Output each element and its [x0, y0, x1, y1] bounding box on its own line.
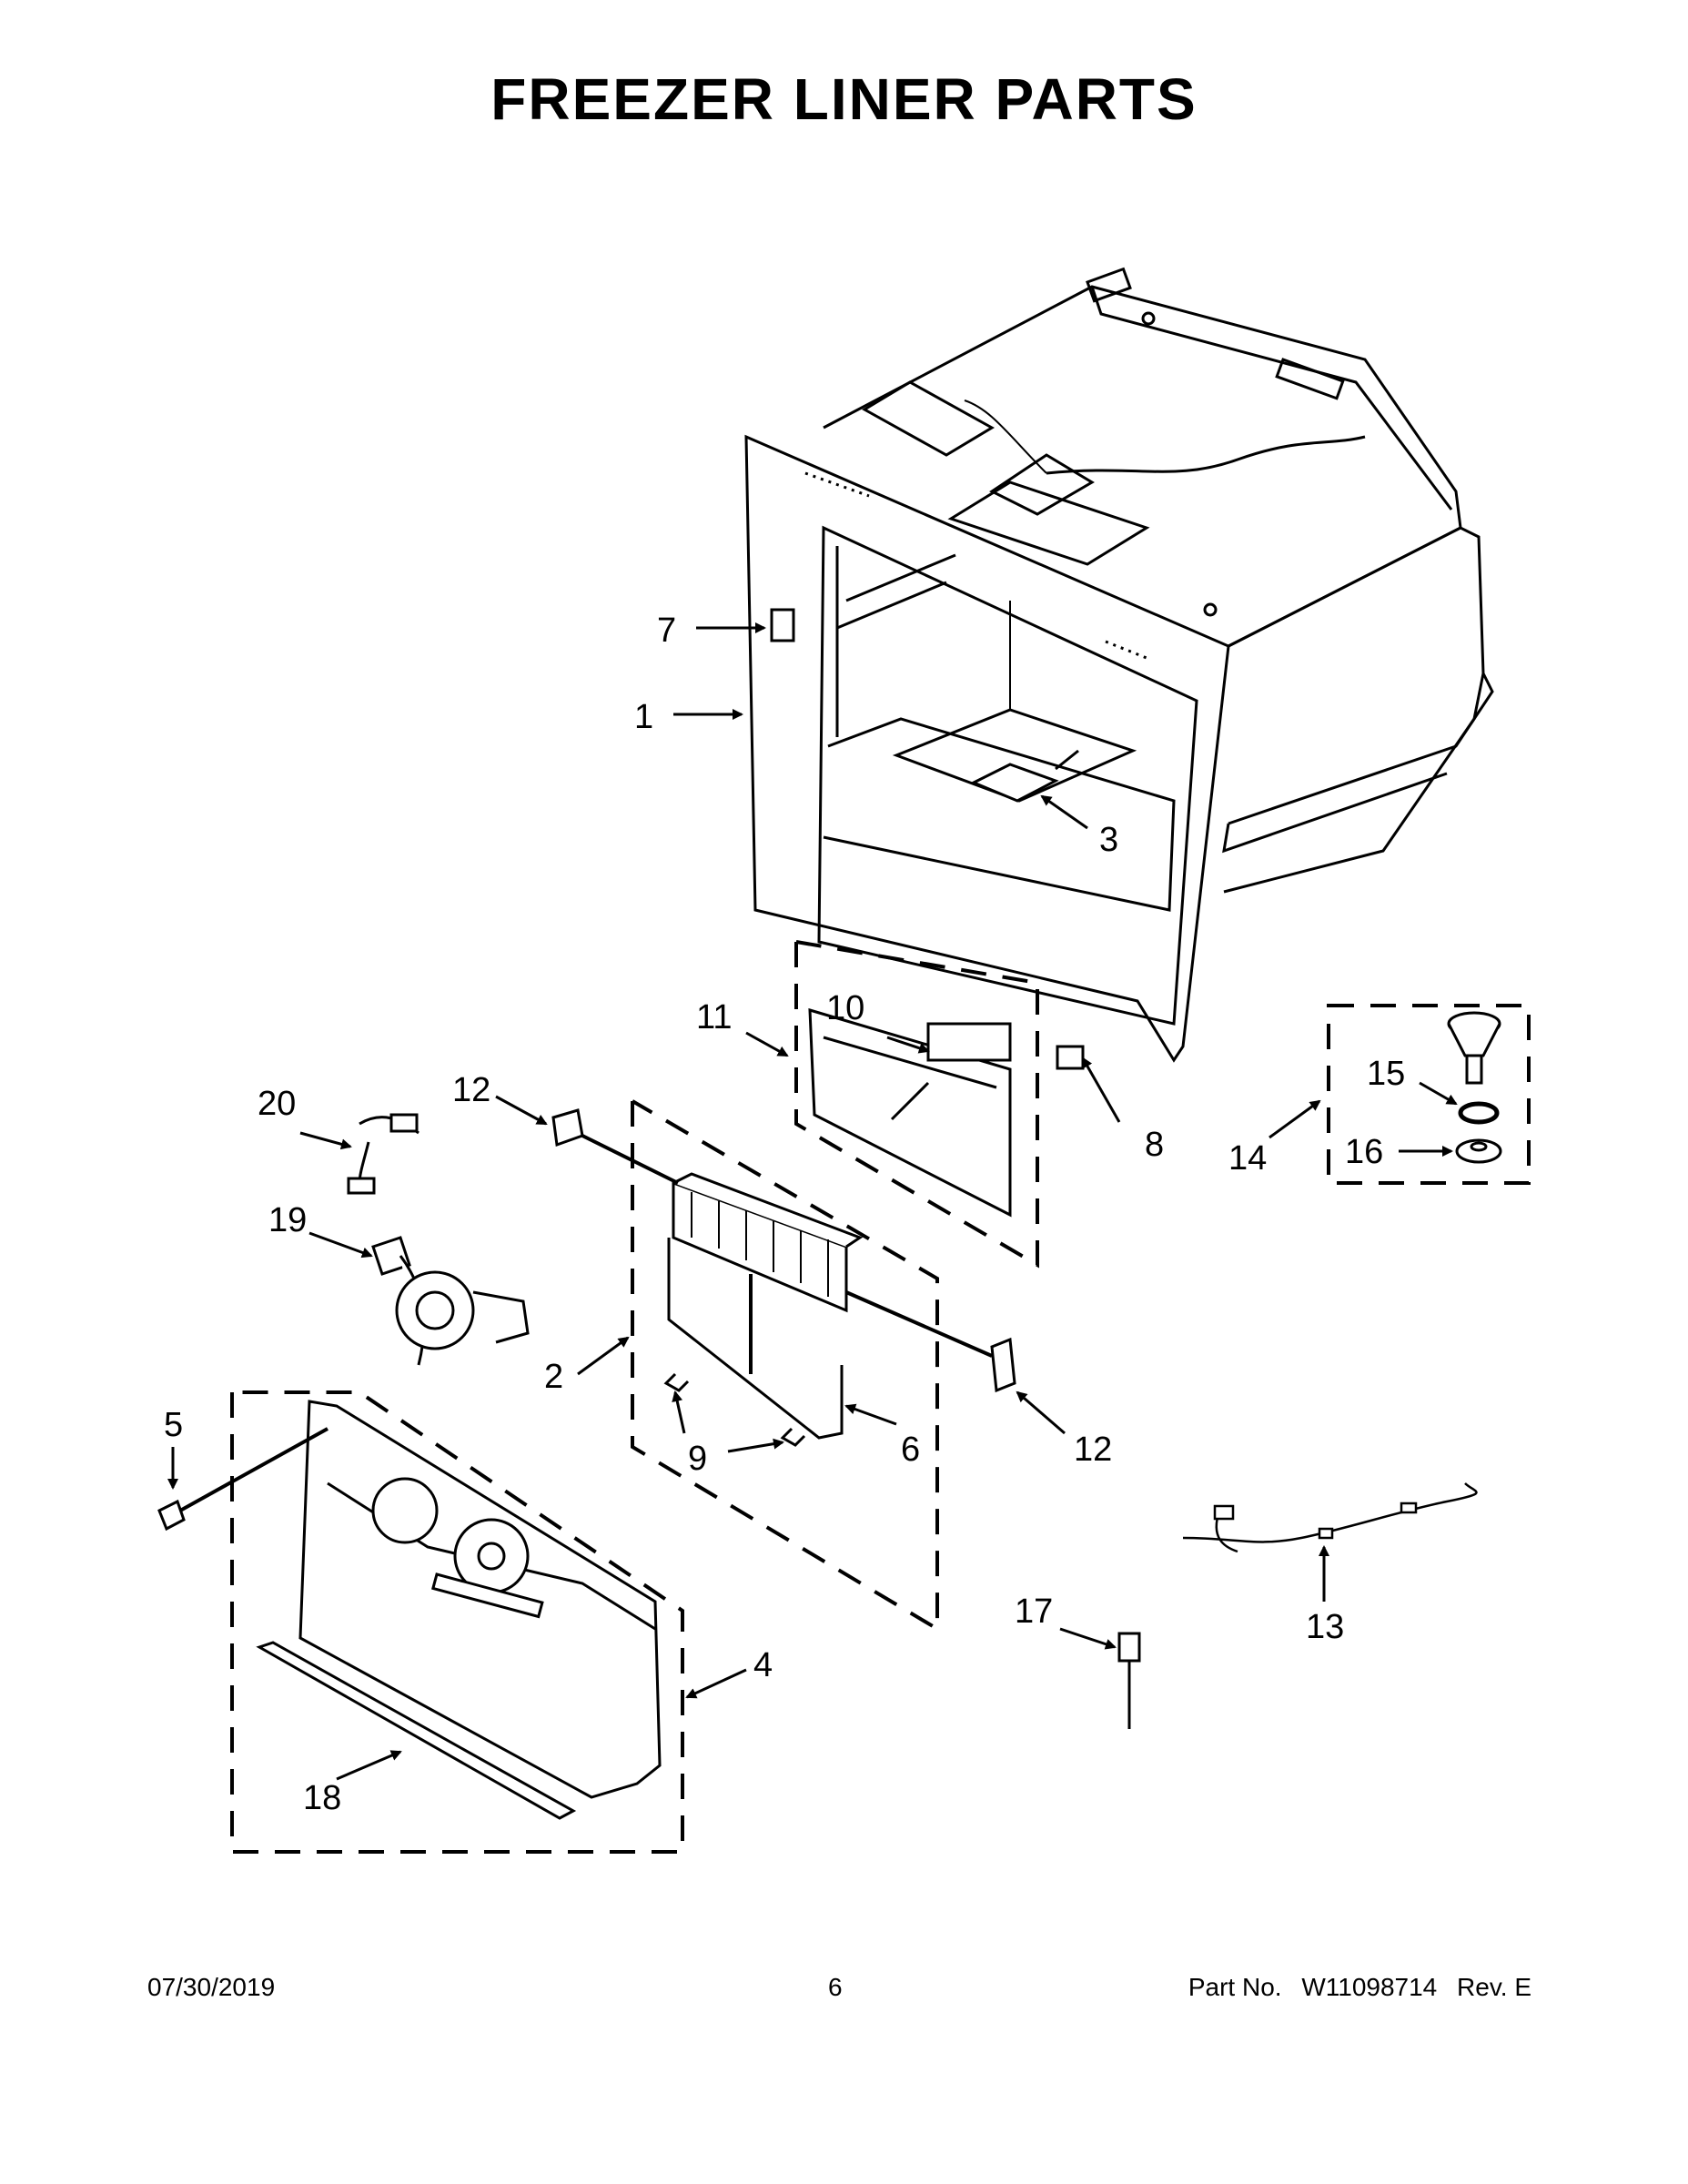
callout-12-lower: 12 [1074, 1431, 1112, 1469]
clip-part-9a [663, 1372, 690, 1392]
page-title: FREEZER LINER PARTS [490, 66, 1198, 132]
defrost-heater-part [667, 1238, 844, 1440]
clip-part-9b [780, 1427, 806, 1447]
screw-part [157, 1427, 329, 1532]
callout-10: 10 [826, 989, 864, 1027]
footer-date: 07/30/2019 [147, 1973, 276, 2001]
group-14-dashed-box [1327, 1004, 1531, 1185]
fan-assembly-part [371, 1236, 530, 1366]
freezer-liner [744, 267, 1494, 1063]
thermistor-part [1117, 1632, 1141, 1729]
switch-part [770, 608, 795, 642]
callout-4: 4 [753, 1646, 773, 1684]
callout-3: 3 [1099, 821, 1118, 859]
callout-leaders [167, 622, 1458, 1781]
sensor-assembly-part [970, 749, 1079, 803]
callout-19: 19 [268, 1201, 307, 1239]
wiring-part-20 [347, 1113, 419, 1195]
callout-16: 16 [1345, 1133, 1383, 1171]
terminal-block-upper [551, 1108, 584, 1148]
group-4-dashed-box [230, 1390, 684, 1854]
callout-2: 2 [544, 1358, 563, 1396]
evaporator-part [672, 1172, 864, 1374]
connector-part-8 [1056, 1045, 1085, 1070]
callout-6: 6 [901, 1431, 920, 1469]
callout-17: 17 [1015, 1592, 1053, 1631]
callout-18: 18 [303, 1779, 341, 1817]
part-number-label: Part No. [1188, 1973, 1282, 2001]
footer-part-number: Part No. W11098714 Rev. E [1188, 1973, 1531, 2002]
part-number-value: W11098714 [1301, 1973, 1438, 2001]
terminal-block-lower [990, 1337, 1016, 1393]
label-part-10 [926, 1022, 1012, 1062]
callout-labels: 1 2 3 4 5 6 7 8 9 10 11 12 12 13 14 15 1… [164, 612, 1405, 1817]
callout-14: 14 [1228, 1139, 1267, 1178]
o-ring-part [1458, 1101, 1500, 1125]
callout-9: 9 [688, 1440, 707, 1478]
revision-label: Rev. E [1457, 1973, 1531, 2001]
footer-page-number: 6 [828, 1973, 843, 2001]
callout-12-upper: 12 [452, 1071, 490, 1109]
callout-7: 7 [657, 612, 676, 650]
callout-1: 1 [634, 698, 653, 736]
callout-15: 15 [1367, 1055, 1405, 1093]
group-11-dashed-box [794, 940, 1039, 1269]
drain-trough-part-15 [1447, 1011, 1501, 1085]
callout-13: 13 [1306, 1608, 1344, 1646]
callout-20: 20 [258, 1085, 296, 1123]
gasket-strip-part [256, 1641, 577, 1820]
callout-8: 8 [1145, 1126, 1164, 1164]
seal-part-16 [1455, 1138, 1502, 1164]
callout-11: 11 [696, 998, 732, 1036]
group-2-dashed-box [631, 1099, 939, 1633]
rear-panel-part [298, 1400, 662, 1799]
callout-5: 5 [164, 1406, 183, 1444]
wire-harness-part-13 [1182, 1482, 1478, 1553]
